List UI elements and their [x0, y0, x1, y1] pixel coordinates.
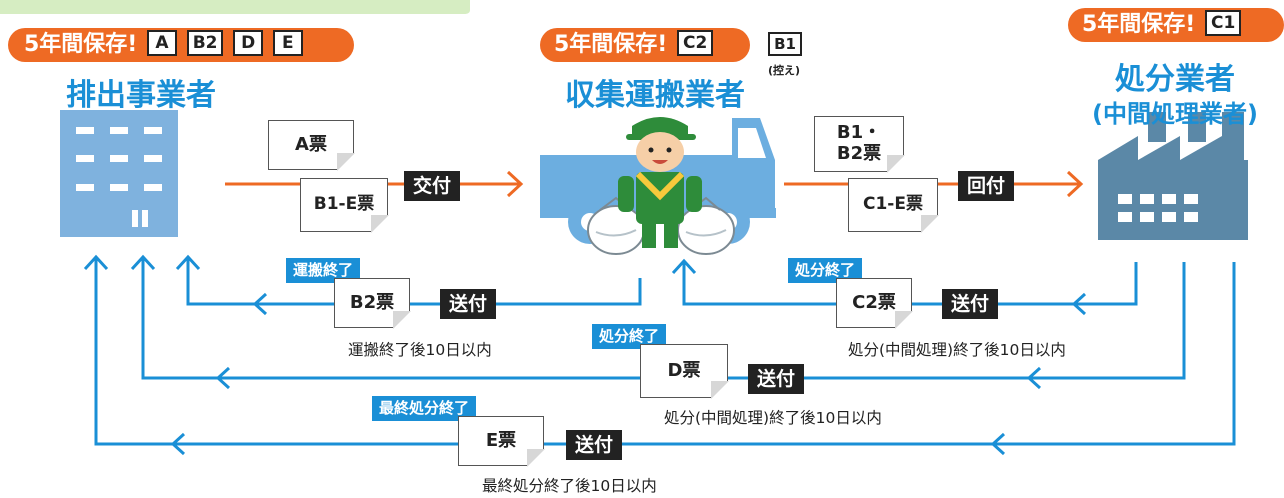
doc-c2: C2票 — [836, 278, 913, 329]
actor-processor: 処分業者 — [1115, 62, 1235, 97]
action-deliver: 交付 — [404, 171, 461, 201]
green-tab-edge — [0, 0, 470, 14]
storage-pill-emitter: 5年間保存! A B2 D E — [8, 28, 354, 62]
factory-icon — [1098, 112, 1248, 240]
doc-d: D票 — [640, 344, 729, 399]
code-d: D — [233, 30, 264, 56]
actor-processor-sub: (中間処理業者) — [1092, 100, 1258, 128]
storage-label: 5年間保存! — [1082, 12, 1196, 37]
storage-pill-transporter: 5年間保存! C2 — [540, 28, 750, 62]
doc-b1-e: B1-E票 — [300, 178, 389, 233]
doc-c1-e: C1-E票 — [848, 178, 939, 233]
worker-icon — [618, 117, 702, 248]
office-building-icon — [60, 110, 178, 237]
deadline-e: 最終処分終了後10日以内 — [482, 477, 657, 495]
storage-label: 5年間保存! — [24, 32, 138, 57]
deadline-b2: 運搬終了後10日以内 — [348, 341, 492, 359]
deadline-c2: 処分(中間処理)終了後10日以内 — [848, 341, 1066, 359]
action-send-d: 送付 — [748, 364, 805, 394]
action-circulate: 回付 — [958, 171, 1015, 201]
copy-b1-block: B1 (控え) — [758, 32, 810, 78]
actor-emitter: 排出事業者 — [66, 78, 216, 113]
code-c2: C2 — [677, 30, 714, 56]
code-b2: B2 — [186, 30, 224, 56]
status-final-done: 最終処分終了 — [372, 396, 477, 421]
storage-label: 5年間保存! — [554, 32, 668, 57]
code-e: E — [272, 30, 303, 56]
actor-transporter: 収集運搬業者 — [565, 78, 745, 113]
return-line-e — [94, 258, 1236, 446]
code-a: A — [147, 30, 178, 56]
status-process-done-c2: 処分終了 — [788, 258, 863, 283]
doc-b1-b2: B1・ B2票 — [814, 116, 905, 173]
action-send-e: 送付 — [566, 430, 623, 460]
action-send-c2: 送付 — [942, 289, 999, 319]
code-b1: B1 — [768, 32, 802, 56]
deadline-d: 処分(中間処理)終了後10日以内 — [664, 409, 882, 427]
garbage-bag-icon — [587, 196, 735, 255]
storage-pill-processor: 5年間保存! C1 — [1068, 8, 1284, 42]
code-c1: C1 — [1205, 10, 1242, 36]
doc-b2: B2票 — [334, 278, 411, 329]
return-line-b2 — [186, 258, 642, 306]
copy-note: (控え) — [767, 64, 801, 77]
doc-a: A票 — [268, 120, 355, 171]
action-send-b2: 送付 — [440, 289, 497, 319]
doc-e: E票 — [458, 416, 545, 467]
